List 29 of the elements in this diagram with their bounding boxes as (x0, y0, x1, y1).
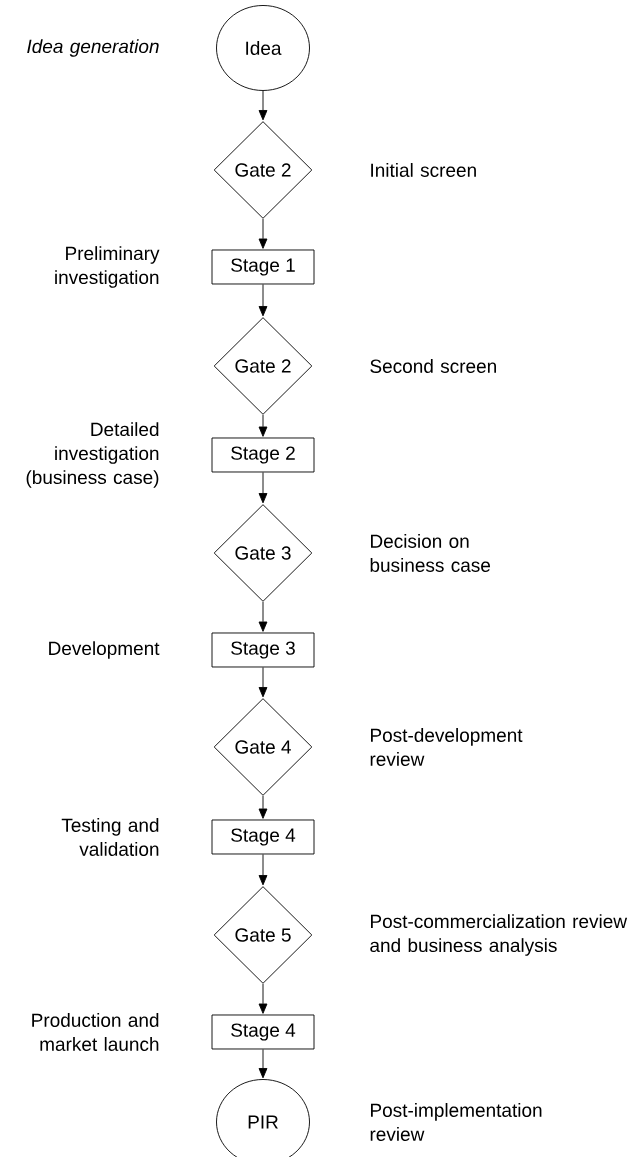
side-label: Development (49, 641, 160, 659)
arrow (258, 1049, 268, 1079)
side-label: Post-commercialization review and business analysis (370, 914, 628, 956)
side-label: Detailed investigation (business case) (26, 422, 159, 488)
side-label: Initial screen (371, 163, 476, 177)
side-label: Idea generation (27, 39, 159, 57)
side-label: Testing and validation (61, 818, 159, 856)
stage-box: Stage 3 (211, 632, 315, 668)
stage-box: Stage 4 (211, 819, 315, 855)
arrow (258, 983, 268, 1014)
stage-box: Stage 4 (211, 1014, 315, 1050)
arrow (258, 472, 268, 504)
side-label: Decision on business case (370, 534, 491, 572)
arrow (258, 854, 268, 886)
circle-node: Idea (216, 5, 310, 91)
stage-box: Stage 1 (211, 249, 315, 285)
arrow (258, 667, 268, 698)
arrow (258, 795, 268, 819)
arrow (258, 414, 268, 437)
side-label: Second screen (370, 359, 496, 373)
side-label: Preliminary investigation (55, 246, 160, 288)
side-label: Post-implementation review (370, 1103, 542, 1141)
arrow (258, 284, 268, 317)
arrow (258, 90, 268, 121)
arrow (258, 218, 268, 249)
arrow (258, 601, 268, 632)
side-label: Post-development review (370, 728, 523, 766)
side-label: Production and market launch (32, 1013, 159, 1051)
stage-box: Stage 2 (211, 437, 315, 473)
